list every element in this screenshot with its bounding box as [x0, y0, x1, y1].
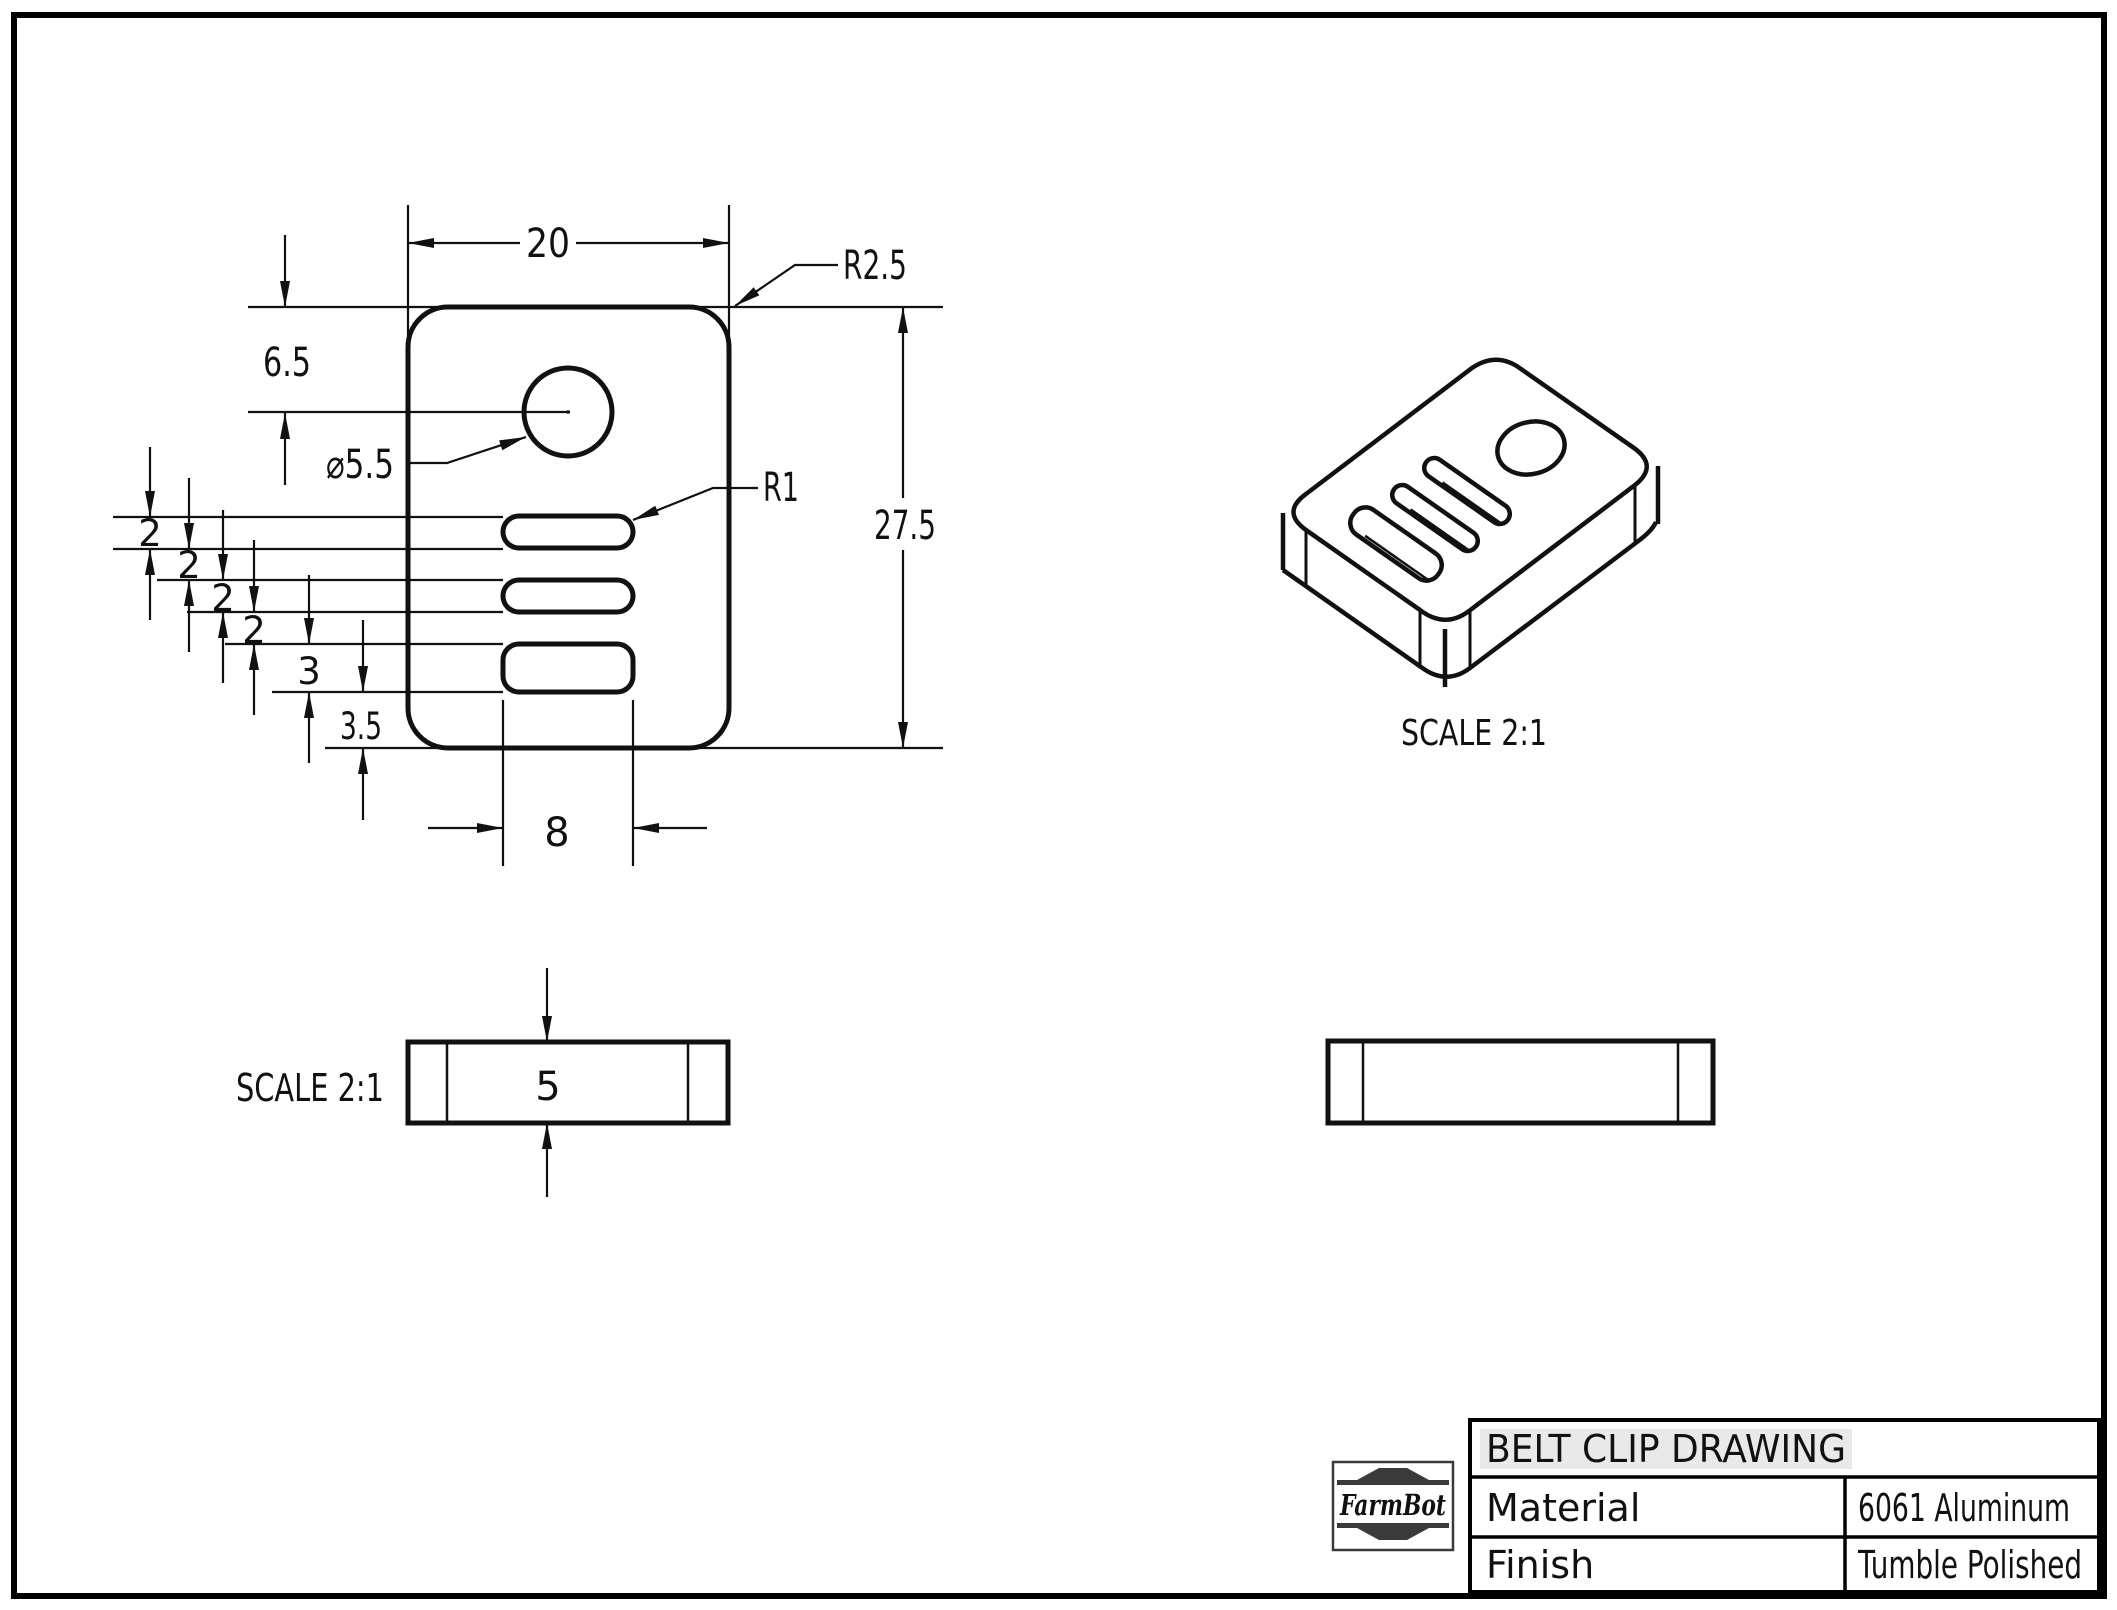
arrowhead [249, 644, 259, 670]
slot-2 [500, 577, 636, 615]
arrowhead [304, 618, 314, 644]
drawing-title: BELT CLIP DRAWING [1486, 1427, 1846, 1471]
chain-dim-label: 2 [177, 544, 201, 587]
arrowhead [898, 722, 908, 748]
title-highlight [1480, 1429, 1852, 1469]
arrowhead [145, 491, 155, 517]
iso-slot-depth [1441, 481, 1501, 524]
arrowhead [542, 1123, 552, 1149]
arrowhead [735, 287, 760, 306]
arrowhead [499, 437, 526, 451]
side-view-left: 5 SCALE 2:1 [236, 968, 731, 1197]
chain-dim-label: 2 [138, 512, 162, 555]
chain-dim-label: 3.5 [340, 705, 382, 748]
arrowhead [408, 238, 434, 248]
logo-bar-bottom [1337, 1523, 1449, 1528]
finish-value: Tumble Polished [1857, 1543, 2082, 1587]
title-block-text: BELT CLIP DRAWING Material 6061 Aluminum… [1486, 1427, 2082, 1587]
leader-r2-5 [734, 263, 838, 307]
arrowhead [145, 549, 155, 575]
scale-label-side: SCALE 2:1 [236, 1066, 384, 1110]
iso-slot-3 [1348, 505, 1444, 583]
iso-slot-depth [1409, 508, 1469, 551]
dim-slot-radius-label: R1 [763, 465, 799, 511]
arrowhead [703, 238, 729, 248]
side-view-right [1325, 1038, 1716, 1126]
iso-top-face [1291, 357, 1649, 622]
border-frame [11, 12, 2107, 1599]
iso-slot-1 [1421, 455, 1513, 527]
dim-hole-dia-label: ⌀5.5 [326, 442, 394, 488]
logo-roof-bottom [1357, 1528, 1429, 1540]
arrowhead [898, 307, 908, 333]
arrowhead [542, 1016, 552, 1042]
logo-bar-top [1337, 1480, 1449, 1485]
arrowheads [145, 238, 908, 833]
iso-slot-depth [1364, 534, 1429, 581]
arrowhead [358, 666, 368, 692]
dim-thickness-label: 5 [535, 1064, 560, 1110]
finish-label: Finish [1486, 1543, 1594, 1587]
dim-labels: 20 27.5 6.5 ⌀5.5 R1 R2.5 2 2 2 2 3 3.5 8 [138, 221, 936, 856]
material-label: Material [1486, 1486, 1640, 1530]
arrowhead [218, 612, 228, 638]
arrowhead [249, 586, 259, 612]
arrowhead [218, 554, 228, 580]
chain-dim-label: 2 [211, 577, 235, 620]
logo-roof-top [1357, 1468, 1429, 1480]
arrowhead [633, 505, 659, 520]
leader-dia [408, 435, 527, 465]
iso-slot-2 [1389, 482, 1481, 554]
slot-1 [500, 513, 636, 551]
leader-r1 [632, 486, 758, 522]
dim-slot-width-label: 8 [544, 810, 569, 856]
slot-3 [500, 641, 636, 695]
arrowhead [280, 413, 290, 439]
farmbot-logo: FarmBot [1331, 1460, 1455, 1552]
arrowhead [358, 748, 368, 774]
arrowhead [280, 281, 290, 307]
dim-height-label: 27.5 [874, 503, 936, 549]
iso-view: SCALE 2:1 [1280, 357, 1661, 754]
side-view-outline [1325, 1038, 1716, 1126]
dim-width-label: 20 [526, 221, 570, 267]
arrowhead [633, 823, 659, 833]
material-value: 6061 Aluminum [1858, 1486, 2070, 1530]
arrowhead [184, 580, 194, 606]
scale-label-iso: SCALE 2:1 [1401, 713, 1547, 754]
arrowhead [477, 823, 503, 833]
front-view: 20 27.5 6.5 ⌀5.5 R1 R2.5 2 2 2 2 3 3.5 8 [113, 205, 943, 866]
chain-dim-label: 3 [297, 650, 321, 693]
dim-corner-radius-label: R2.5 [843, 243, 907, 289]
iso-hole [1495, 419, 1567, 477]
part-outline [405, 304, 732, 751]
chain-dim-label: 2 [242, 609, 266, 652]
arrowhead [184, 523, 194, 549]
side-view-outline [405, 1039, 731, 1126]
dim-hole-offset-label: 6.5 [263, 340, 311, 386]
logo-text: FarmBot [1339, 1488, 1446, 1522]
arrowhead [304, 692, 314, 718]
title-block: BELT CLIP DRAWING Material 6061 Aluminum… [1331, 1418, 2101, 1594]
